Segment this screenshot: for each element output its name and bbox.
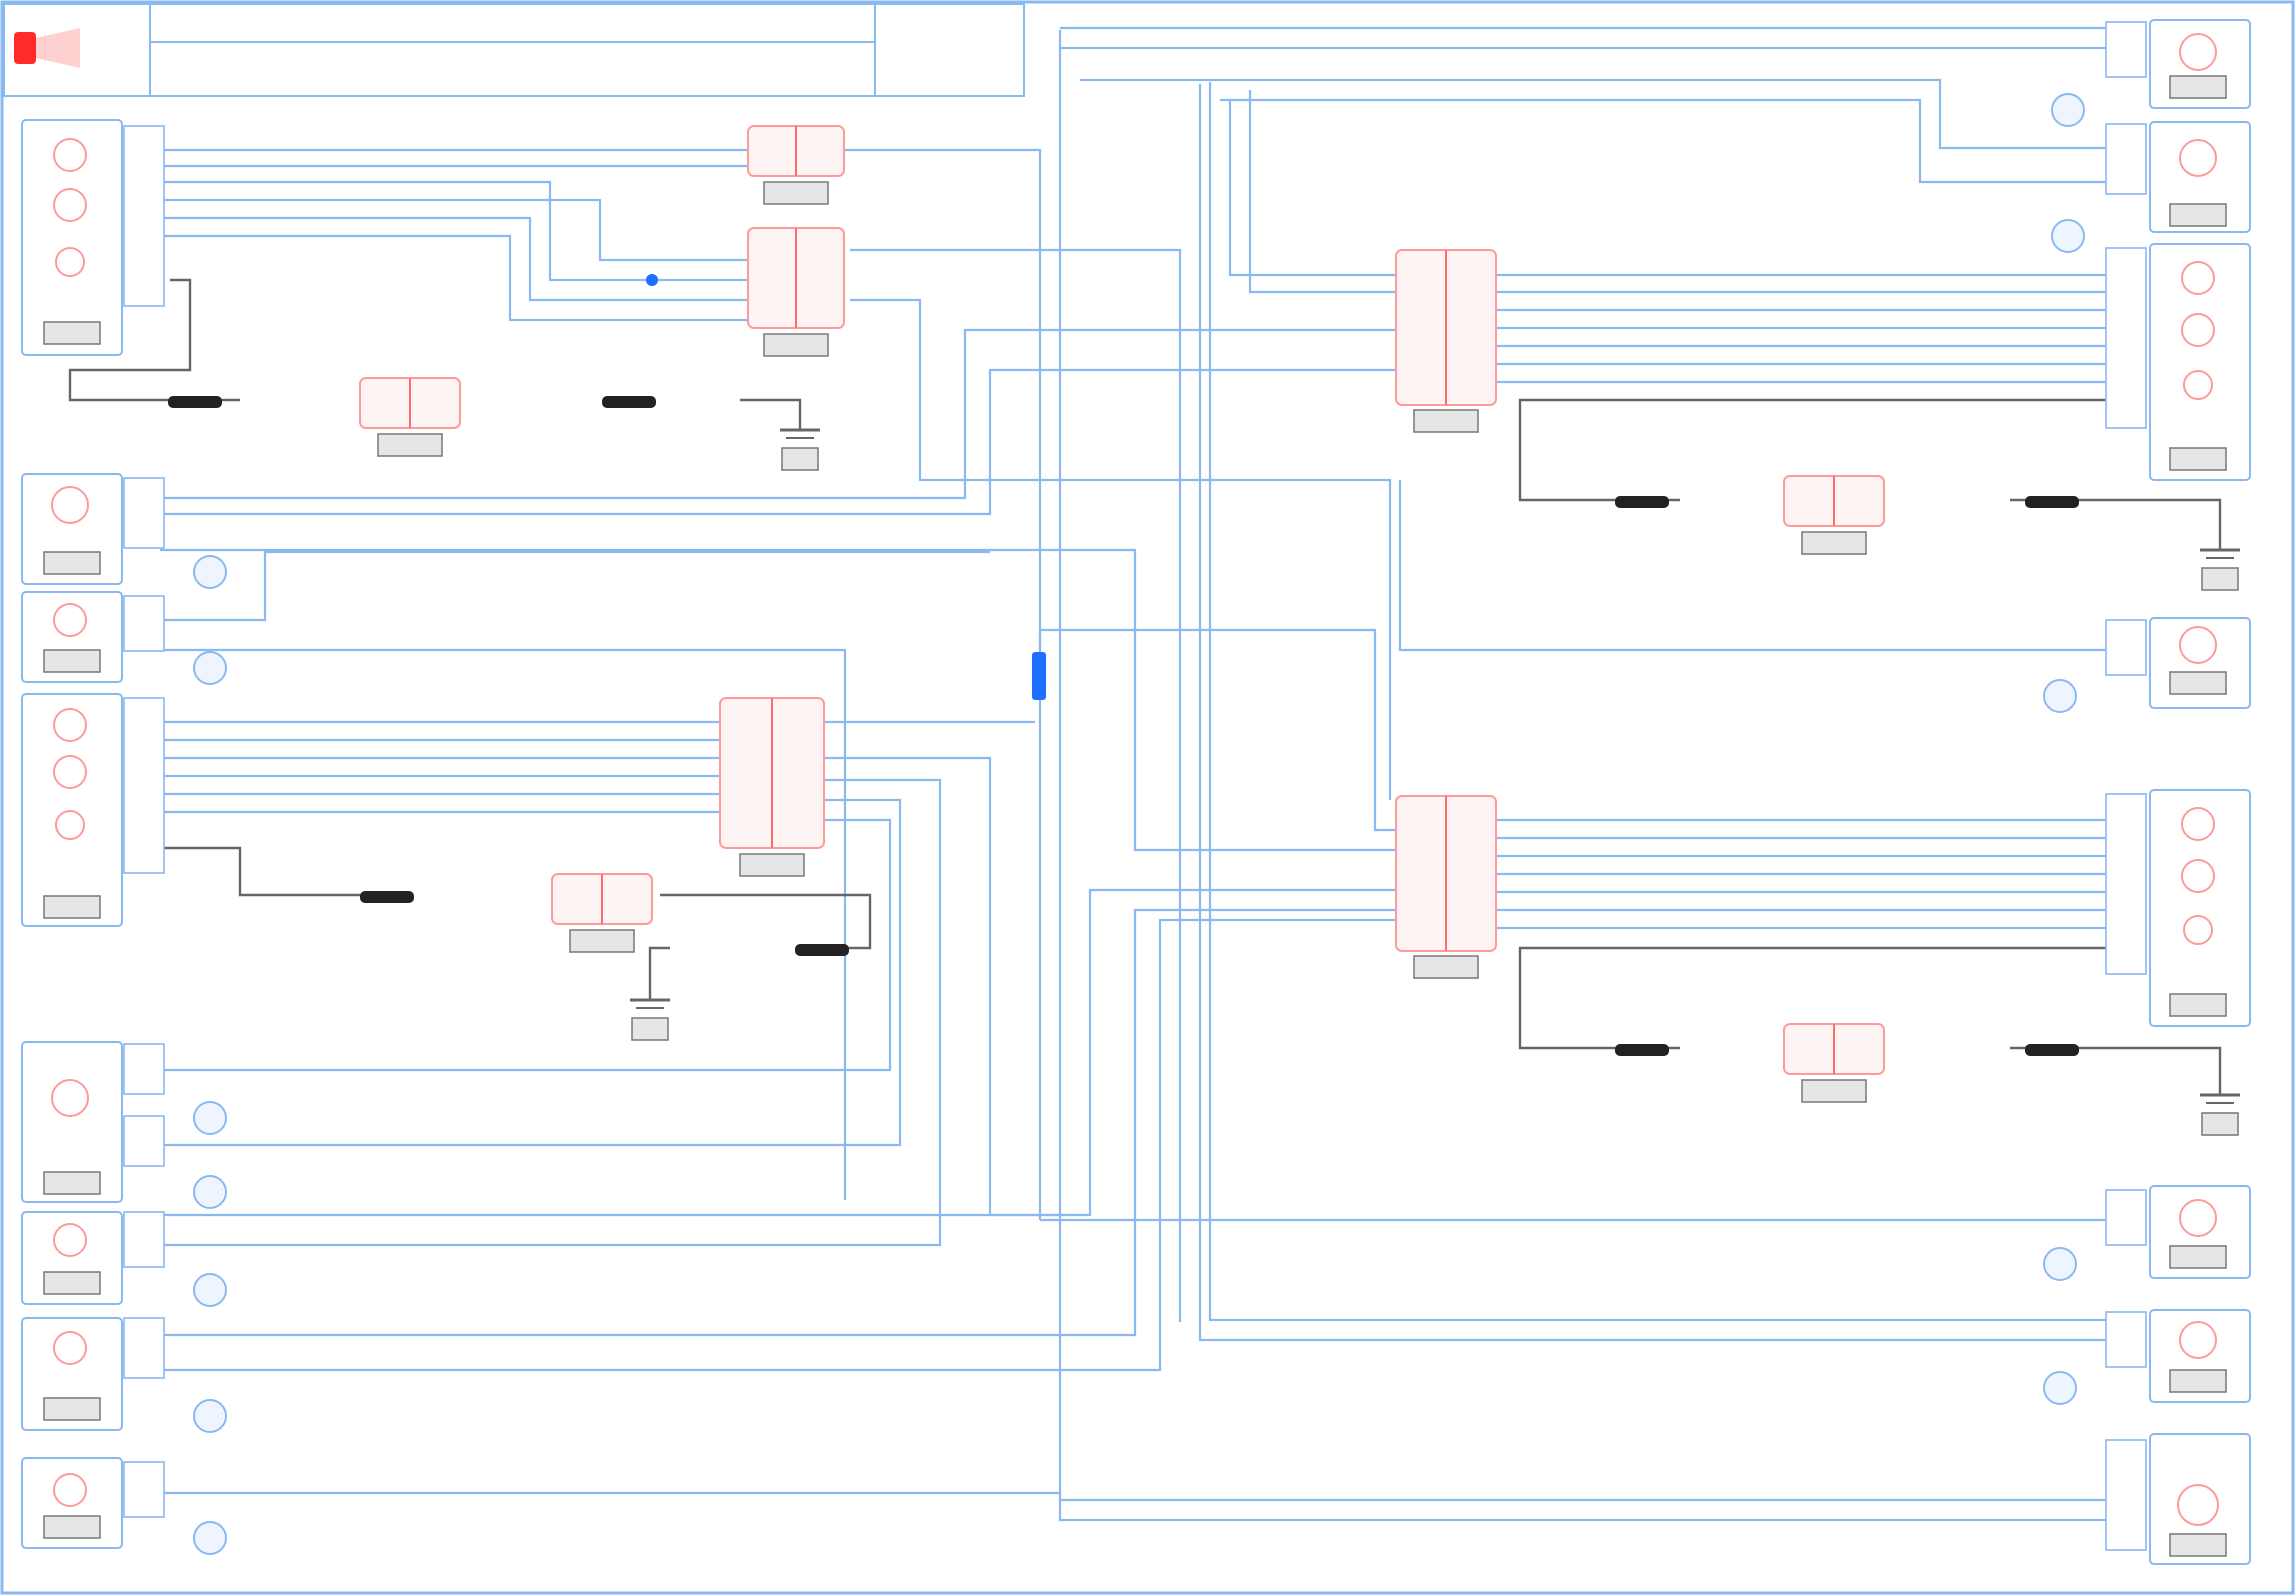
lamp-icon [55,247,85,277]
splice-bar [1032,652,1046,700]
connector-label [763,333,829,357]
lamp-icon [2179,1321,2217,1359]
connector-C7[interactable] [1783,475,1885,555]
reference-circle [2051,219,2085,253]
component-L4[interactable] [21,693,165,927]
lamp-icon [51,486,89,524]
lamp-icon [2181,261,2215,295]
fuse-badge-icon [14,32,36,64]
fuse-icon [2025,496,2079,508]
component-R2[interactable] [2051,121,2251,253]
fuse-icon [795,944,849,956]
connector-label [1413,955,1479,979]
reference-circle [2051,93,2085,127]
lamp-icon [53,188,87,222]
lamp-icon [2179,1199,2217,1237]
component-L3[interactable] [21,591,227,685]
reference-circle [193,1175,227,1209]
lamp-icon [53,138,87,172]
lamp-icon [53,708,87,742]
connector-label [377,433,443,457]
connector-C6[interactable] [1395,249,1497,433]
reference-circle [193,1399,227,1433]
component-R3[interactable] [2105,243,2251,481]
reference-circle [193,1273,227,1307]
ground-G4 [2200,1085,2240,1136]
component-R6[interactable] [2043,1185,2251,1281]
ground-G2 [630,988,670,1041]
ground-wiring [68,278,2222,1095]
connector-label [1801,1079,1867,1103]
fuse-icon [168,396,222,408]
component-R4[interactable] [2043,617,2251,713]
reference-circle [193,1101,227,1135]
component-L8[interactable] [21,1457,227,1555]
connector-label [763,181,829,205]
wire-harness [160,26,2110,1522]
component-R5[interactable] [2105,789,2251,1027]
lamp-icon [53,1331,87,1365]
lamp-icon [2183,370,2213,400]
reference-circle [2043,1247,2077,1281]
lamp-icon [55,810,85,840]
component-R1[interactable] [2051,19,2251,127]
lamp-icon [2179,626,2217,664]
fuse-icon [1615,496,1669,508]
connector-C9[interactable] [1783,1023,1885,1103]
lamp-icon [2181,859,2215,893]
lamp-icon [53,1223,87,1257]
component-R7[interactable] [2043,1309,2251,1405]
lamp-icon [2179,33,2217,71]
lamp-icon [53,1473,87,1507]
lamp-icon [2177,1484,2219,1526]
component-L1[interactable] [21,119,165,356]
lamp-icon [51,1079,89,1117]
connector-C3[interactable] [359,377,461,457]
lamp-icon [2183,915,2213,945]
connector-label [1801,531,1867,555]
lamp-icon [2181,313,2215,347]
component-L6[interactable] [21,1211,227,1307]
fuse-icon [602,396,656,408]
reference-circle [2043,1371,2077,1405]
title-block [3,3,1025,97]
reference-circle [193,651,227,685]
reference-circle [2043,679,2077,713]
connector-C1[interactable] [747,125,845,205]
component-L2[interactable] [21,473,227,589]
component-L5[interactable] [21,1041,227,1209]
connector-C2[interactable] [747,227,845,357]
component-R8[interactable] [2105,1433,2251,1565]
badge-arrow-icon [36,28,80,68]
fuse-icon [360,891,414,903]
lamp-icon [53,755,87,789]
reference-circle [193,555,227,589]
inline-fuses [168,396,2079,1056]
reference-circle [193,1521,227,1555]
connector-label [739,853,805,877]
connector-C5[interactable] [719,697,825,877]
component-L7[interactable] [21,1317,227,1433]
fuse-icon [2025,1044,2079,1056]
ground-G1 [780,418,820,471]
lamp-icon [2179,139,2217,177]
connector-C8[interactable] [1395,795,1497,979]
connector-label [1413,409,1479,433]
lamp-icon [2181,807,2215,841]
lamp-icon [53,603,87,637]
connector-C4[interactable] [551,873,653,953]
splice-dot [646,274,658,286]
connector-label [569,929,635,953]
fuse-icon [1615,1044,1669,1056]
ground-G3 [2200,540,2240,591]
